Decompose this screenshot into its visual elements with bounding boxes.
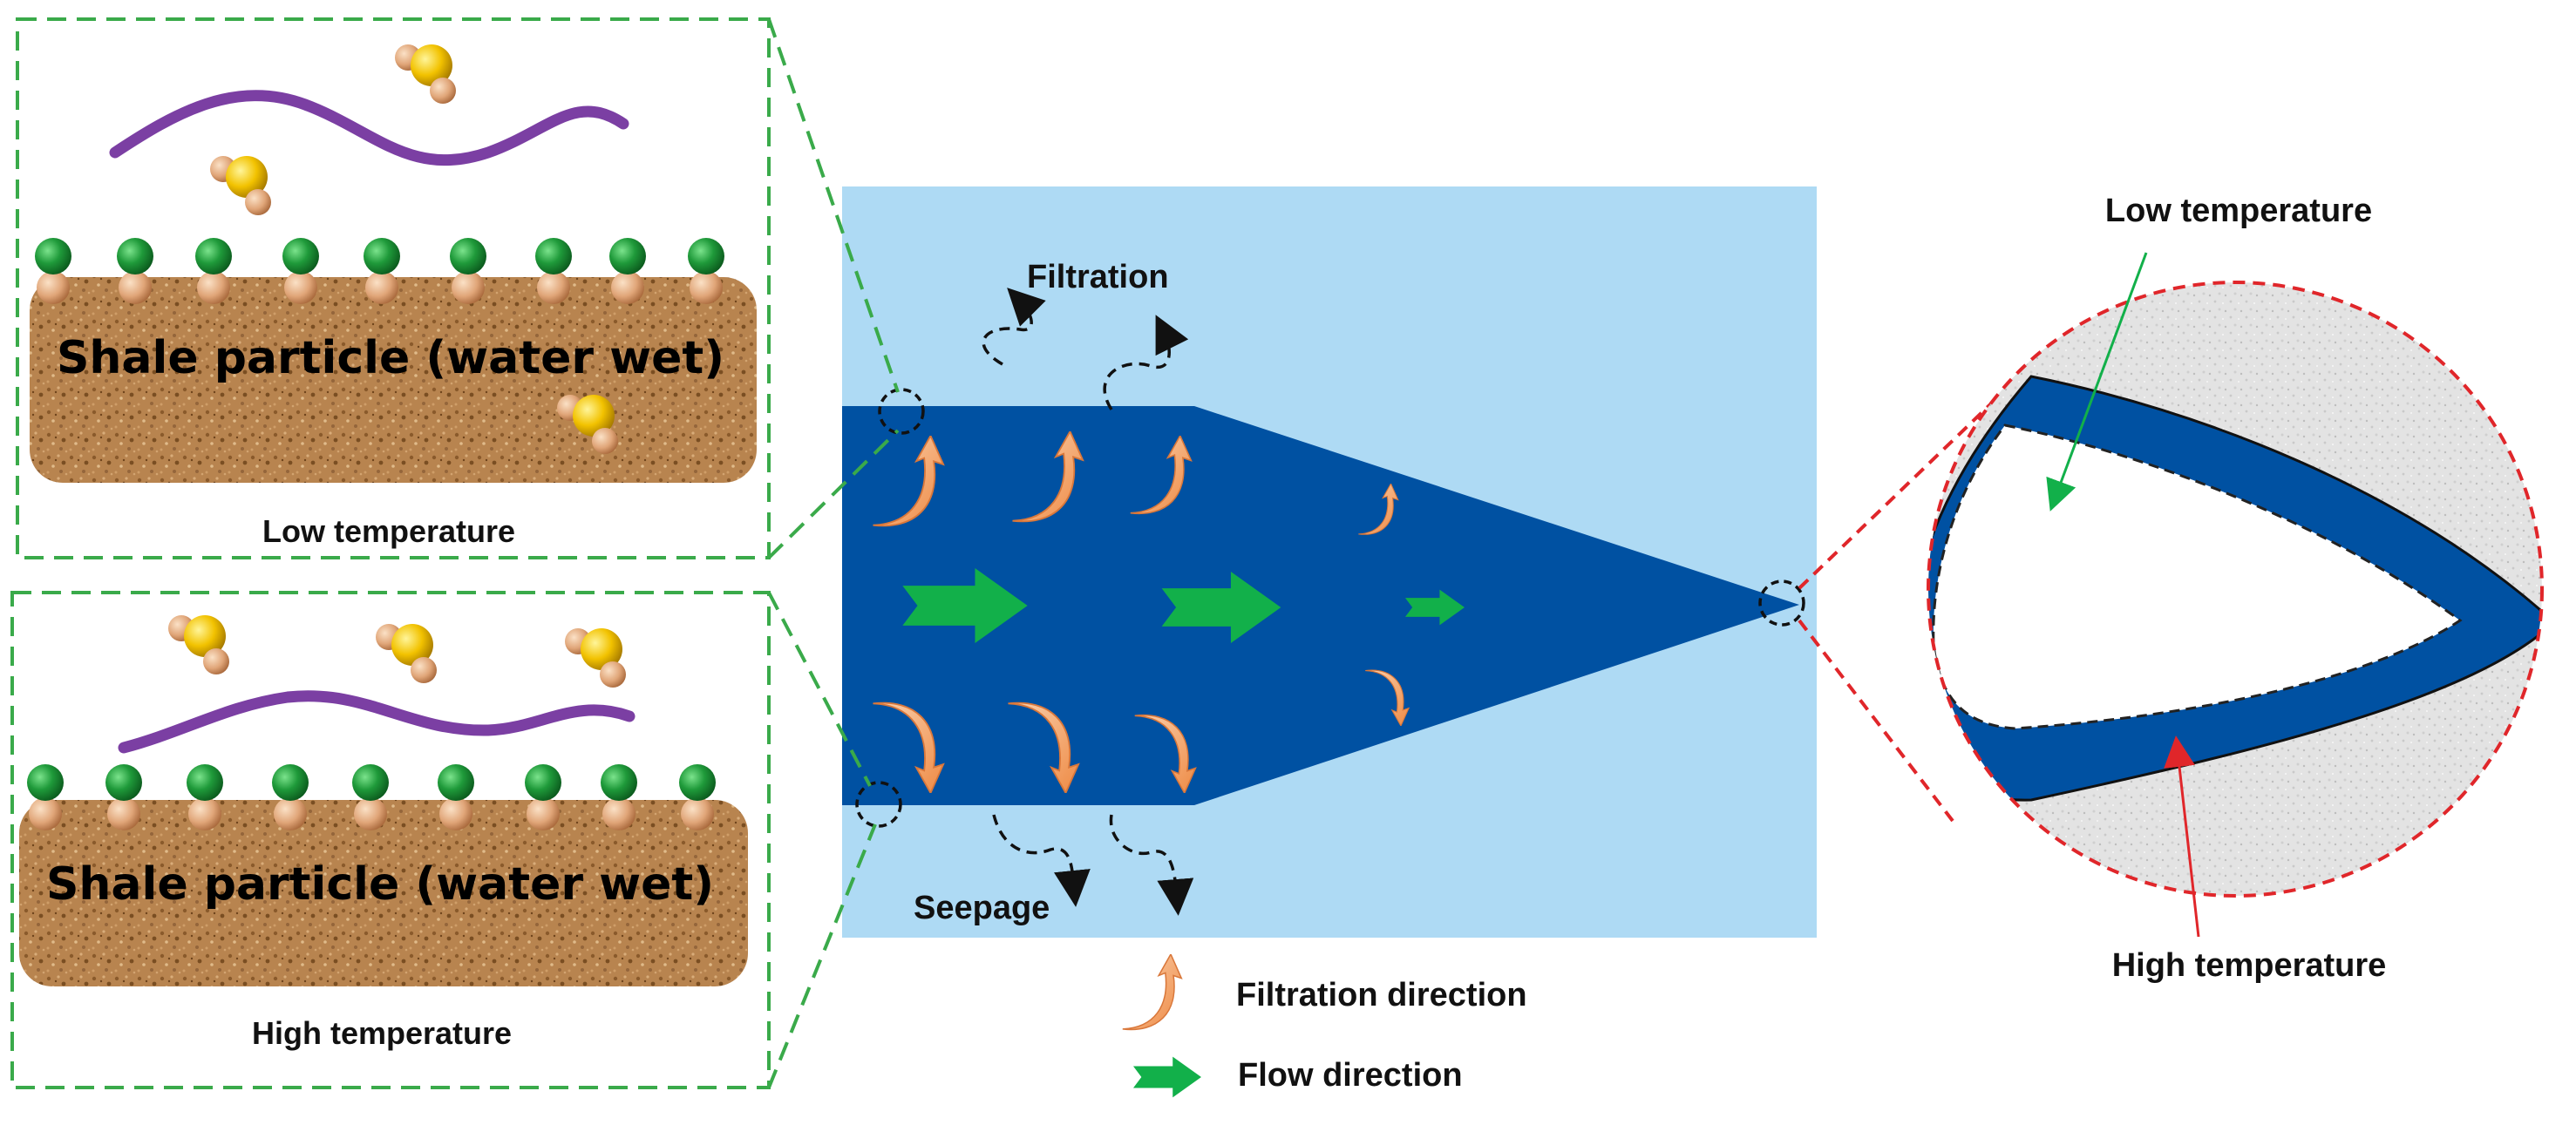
legend-flow-label: Flow direction xyxy=(1238,1057,1463,1094)
particle-label: Shale particle (water wet) xyxy=(46,858,714,911)
filtration-label: Filtration xyxy=(1027,259,1169,295)
green-flow-arrow-icon xyxy=(1133,1056,1201,1098)
filtration-paths xyxy=(982,288,1194,916)
zoom-view: Low temperature High temperature xyxy=(1798,193,2544,984)
orange-curved-arrow-icon xyxy=(1122,954,1183,1031)
zoom-marker xyxy=(855,781,902,828)
fracture-schematic: Filtration Seepage xyxy=(842,186,1817,938)
zoom-low-label: Low temperature xyxy=(2105,193,2372,229)
shale-particle xyxy=(30,277,757,483)
seepage-label: Seepage xyxy=(914,890,1050,926)
panel-caption: Low temperature xyxy=(262,513,515,549)
top-panel: Shale particle (water wet) Low temperatu… xyxy=(16,17,771,559)
low-temp-pointer xyxy=(2046,252,2148,512)
bottom-panel: Shale particle (water wet) High temperat… xyxy=(10,591,771,1089)
fracture-channel xyxy=(842,406,1799,805)
green-bead-row xyxy=(35,238,724,304)
green-bead-row xyxy=(27,764,716,830)
zoom-marker xyxy=(878,388,925,435)
high-temp-pointer xyxy=(2164,735,2200,938)
zoom-marker xyxy=(1758,579,1805,627)
particle-label: Shale particle (water wet) xyxy=(57,332,724,384)
legend-filtration-label: Filtration direction xyxy=(1236,977,1527,1013)
shale-particle xyxy=(19,800,748,986)
legend: Filtration direction Flow direction xyxy=(1122,954,1527,1098)
panel-connectors xyxy=(767,18,900,1088)
polymer-chain xyxy=(109,90,629,166)
polymer-chain xyxy=(118,690,636,754)
zoom-high-label: High temperature xyxy=(2112,947,2387,984)
panel-caption: High temperature xyxy=(252,1015,512,1051)
